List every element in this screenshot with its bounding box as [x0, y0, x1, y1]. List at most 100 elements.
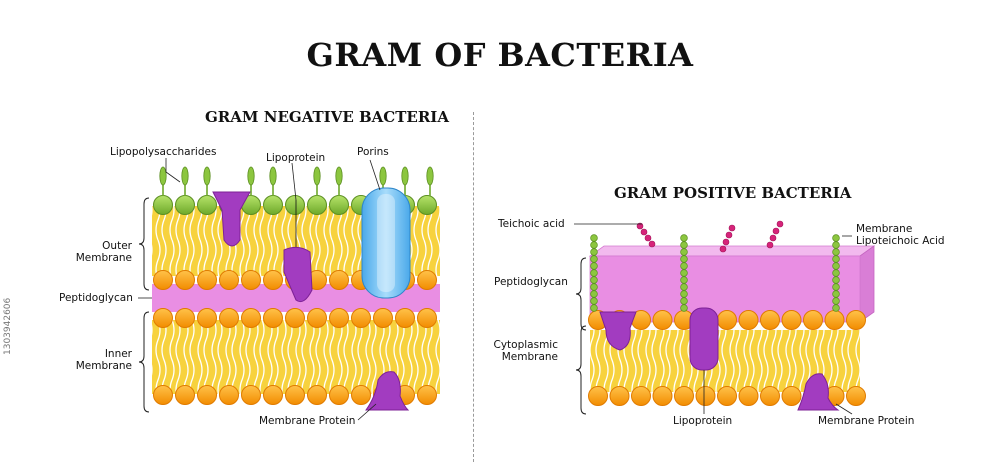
outer-head-green	[197, 195, 217, 215]
teichoic-acid-bead	[719, 245, 727, 253]
teichoic-bead	[832, 234, 840, 242]
stock-id-watermark: 1303942606	[3, 297, 13, 355]
lipopolysaccharide-chains	[159, 166, 434, 196]
teichoic-acid-bead	[772, 227, 780, 235]
label-gp-peptidoglycan: Peptidoglycan	[494, 276, 568, 288]
label-inner-membrane: Inner Membrane	[75, 348, 132, 372]
page-title: GRAM OF BACTERIA	[306, 36, 694, 74]
inner-head-orange	[417, 308, 437, 328]
inner-head-orange	[307, 308, 327, 328]
inner-head-orange	[241, 308, 261, 328]
gp-lipoprotein-shape	[689, 307, 719, 371]
outer-head-green	[417, 195, 437, 215]
lps-chain	[335, 166, 343, 186]
teichoic-bead	[832, 241, 840, 249]
teichoic-bead	[590, 262, 598, 270]
label-cytoplasmic-membrane: Cytoplasmic Membrane	[493, 339, 559, 363]
label-gn-lipoprotein: Lipoprotein	[266, 152, 326, 164]
inner-head-orange	[351, 385, 371, 405]
outer-head-green	[285, 195, 305, 215]
outer-head-orange	[241, 270, 261, 290]
outer-head-orange	[329, 270, 349, 290]
inner-head-orange	[373, 308, 393, 328]
inner-head-orange	[395, 308, 415, 328]
teichoic-acid-bead	[648, 240, 656, 248]
gp-teichoic-acid-tops	[636, 220, 784, 253]
gp-surface-protein	[599, 311, 637, 351]
inner-head-orange	[175, 385, 195, 405]
outer-head-orange	[175, 270, 195, 290]
inner-head-orange	[197, 308, 217, 328]
teichoic-bead	[832, 276, 840, 284]
teichoic-acid-bead	[636, 222, 644, 230]
outer-head-green	[329, 195, 349, 215]
teichoic-bead	[590, 290, 598, 298]
gp-head-orange	[631, 386, 651, 406]
gp-head-orange	[781, 386, 802, 406]
teichoic-bead	[680, 297, 688, 305]
inner-head-orange	[285, 308, 305, 328]
lps-chain	[379, 166, 387, 186]
outer-head-orange	[263, 270, 283, 290]
label-gn-membrane-protein: Membrane Protein	[259, 415, 356, 427]
gp-head-orange	[652, 386, 673, 406]
gp-head-orange	[674, 386, 694, 406]
label-teichoic-acid: Teichoic acid	[498, 218, 565, 230]
inner-head-orange	[285, 385, 305, 405]
outer-head-green	[175, 195, 195, 215]
label-outer-membrane: Outer Membrane	[75, 240, 132, 264]
gp-head-orange	[760, 310, 780, 330]
teichoic-acid-bead	[776, 220, 784, 228]
lps-chain	[203, 166, 211, 186]
teichoic-bead	[680, 241, 688, 249]
inner-head-orange	[417, 385, 437, 405]
gp-head-orange	[588, 386, 608, 406]
lps-chain	[401, 166, 409, 186]
gn-lipoprotein-shape	[283, 246, 313, 303]
gp-head-orange	[738, 386, 759, 406]
inner-head-orange	[351, 308, 371, 328]
gram-negative-diagram	[138, 158, 440, 421]
teichoic-bead	[680, 255, 688, 263]
gp-head-orange	[609, 386, 630, 406]
teichoic-acid-bead	[766, 241, 774, 249]
gp-head-orange	[652, 310, 673, 330]
outer-head-orange	[219, 270, 239, 290]
teichoic-bead	[590, 255, 598, 263]
gp-head-orange	[846, 386, 866, 406]
inner-head-orange	[153, 385, 173, 405]
inner-head-orange	[219, 385, 239, 405]
teichoic-acid-bead	[725, 231, 733, 239]
outer-head-orange	[153, 270, 173, 290]
gram-negative-title: GRAM NEGATIVE BACTERIA	[205, 108, 449, 126]
outer-head-green	[263, 195, 283, 215]
inner-head-orange	[307, 385, 327, 405]
teichoic-bead	[832, 262, 840, 270]
teichoic-bead	[680, 304, 688, 312]
teichoic-bead	[832, 255, 840, 263]
gp-head-orange	[846, 310, 866, 330]
teichoic-bead	[832, 304, 840, 312]
inner-head-orange	[241, 385, 261, 405]
teichoic-bead	[680, 283, 688, 291]
teichoic-acid-bead	[769, 234, 777, 242]
teichoic-acid-bead	[722, 238, 730, 246]
teichoic-bead	[590, 276, 598, 284]
gp-head-orange	[824, 310, 845, 330]
inner-head-orange	[329, 308, 349, 328]
gn-membrane-protein-shape	[365, 371, 410, 411]
teichoic-bead	[590, 283, 598, 291]
label-membrane-lipoteichoic-acid: Membrane Lipoteichoic Acid	[856, 223, 945, 247]
gp-teichoic-chains	[590, 234, 840, 312]
gp-head-orange	[781, 310, 802, 330]
gp-membrane-protein-shape	[797, 373, 840, 411]
gp-head-orange	[717, 310, 737, 330]
teichoic-bead	[590, 241, 598, 249]
teichoic-bead	[680, 248, 688, 256]
teichoic-bead	[680, 269, 688, 277]
teichoic-acid-bead	[640, 228, 648, 236]
gp-head-orange	[760, 386, 780, 406]
lps-chain	[313, 166, 321, 186]
inner-head-orange	[175, 308, 195, 328]
